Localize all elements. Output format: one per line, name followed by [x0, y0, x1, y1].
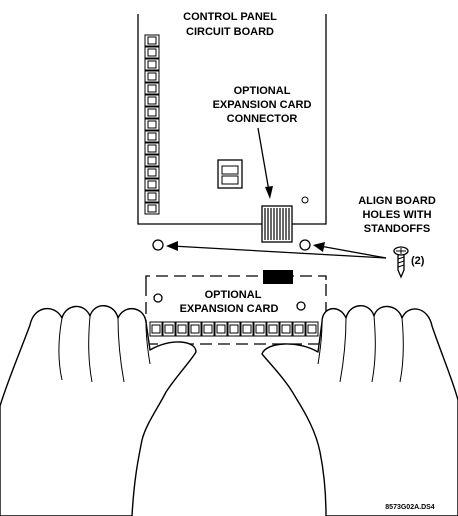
board-terminal: [144, 166, 160, 179]
board-terminal: [144, 58, 160, 71]
board-mount-hole: [301, 196, 309, 204]
card-label-2: EXPANSION CARD: [180, 303, 279, 315]
board-outline: [137, 14, 327, 225]
expansion-connector: [261, 205, 293, 243]
standoff-hole-left: [152, 239, 164, 251]
control-panel-board: [137, 14, 327, 243]
board-terminal: [144, 202, 160, 215]
board-terminal: [144, 130, 160, 143]
board-terminal: [144, 106, 160, 119]
figure-code: 8573G02A.DS4: [385, 504, 435, 511]
card-terminal: [188, 321, 202, 337]
connector-leader-line: [257, 127, 271, 198]
board-terminal: [144, 34, 160, 47]
board-terminal: [144, 82, 160, 95]
card-terminal: [175, 321, 189, 337]
right-hand: [261, 305, 458, 516]
card-terminal: [292, 321, 306, 337]
card-terminal: [305, 321, 319, 337]
control-panel-label-2: CIRCUIT BOARD: [186, 26, 274, 38]
align-label-2: HOLES WITH: [362, 209, 431, 221]
board-terminal: [144, 154, 160, 167]
card-terminal: [279, 321, 293, 337]
align-arrowhead-right: [313, 242, 325, 252]
control-panel-label-1: CONTROL PANEL: [183, 11, 277, 23]
align-arrow-right: [319, 245, 387, 259]
card-terminal: [162, 321, 176, 337]
board-terminal: [144, 142, 160, 155]
card-terminal: [227, 321, 241, 337]
board-terminal: [144, 94, 160, 107]
standoff-hole-right: [299, 239, 311, 251]
connector-arrowhead: [265, 186, 273, 199]
card-terminal: [149, 321, 163, 337]
board-switch: [217, 159, 243, 189]
board-terminal: [144, 118, 160, 131]
standoff-qty-label: (2): [411, 255, 425, 267]
card-terminal: [201, 321, 215, 337]
connector-label-2: EXPANSION CARD: [213, 99, 312, 111]
left-hand: [0, 305, 197, 516]
card-connector-block: [263, 270, 293, 284]
align-label-1: ALIGN BOARD: [358, 195, 436, 207]
card-hole-left: [153, 293, 163, 303]
card-terminal: [214, 321, 228, 337]
board-terminal: [144, 70, 160, 83]
card-hole-right: [296, 301, 306, 311]
board-terminal-strip: [144, 34, 160, 215]
align-arrow-left: [171, 245, 387, 259]
card-label-1: OPTIONAL: [205, 289, 262, 301]
board-terminal: [144, 190, 160, 203]
board-terminal: [144, 46, 160, 59]
card-terminal: [266, 321, 280, 337]
card-terminal: [253, 321, 267, 337]
align-arrowhead-left: [166, 241, 178, 251]
card-terminal: [240, 321, 254, 337]
connector-label-3: CONNECTOR: [227, 113, 298, 125]
connector-label-1: OPTIONAL: [234, 85, 291, 97]
standoff-screw: [393, 246, 409, 279]
card-terminal-strip: [149, 321, 319, 337]
align-label-3: STANDOFFS: [364, 223, 430, 235]
board-terminal: [144, 178, 160, 191]
